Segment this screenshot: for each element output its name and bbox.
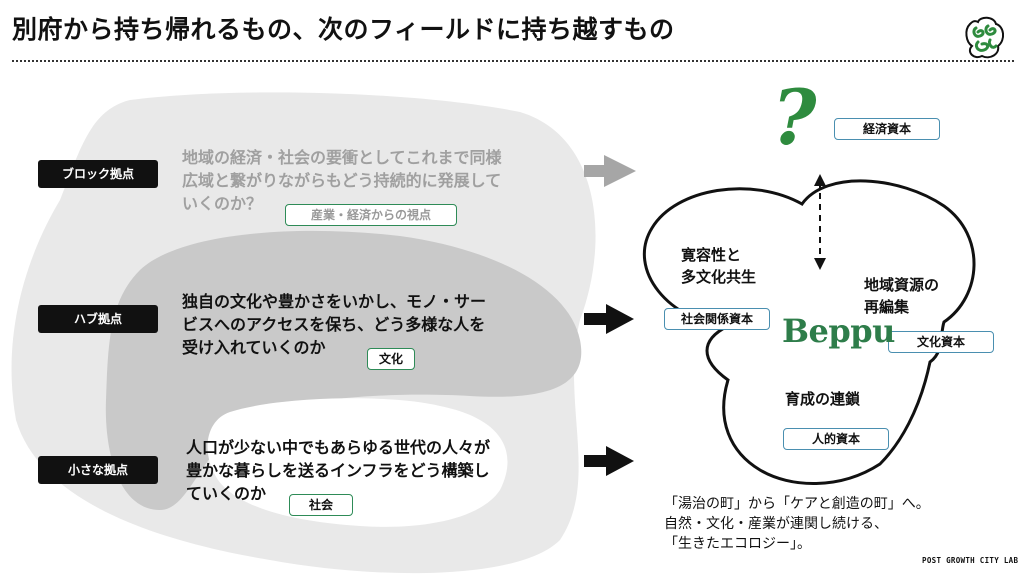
caption-line: 「湯治の町」から「ケアと創造の町」へ。 [664, 496, 930, 512]
arrow-black-1 [584, 304, 634, 334]
perspective-tag-economy: 産業・経済からの視点 [285, 204, 457, 226]
question-line: 受け入れていくのか [182, 338, 326, 357]
lobe-line: 再編集 [864, 298, 910, 316]
center-name-beppu: Beppu [782, 312, 895, 350]
lobe-line: 寛容性と [681, 246, 742, 264]
question-line: 地域の経済・社会の要衝としてこれまで同様 [182, 148, 502, 167]
question-mark: ? [772, 73, 817, 162]
question-small: 人口が少ない中でもあらゆる世代の人々が 豊かな暮らしを送るインフラをどう構築し … [186, 436, 586, 505]
arrow-black-2 [584, 446, 634, 476]
question-line: 人口が少ない中でもあらゆる世代の人々が [186, 438, 491, 457]
blob-inner [207, 398, 508, 527]
perspective-tag-culture: 文化 [367, 348, 415, 370]
question-line: 広域と繋がりながらもどう持続的に発展して [182, 171, 502, 190]
capital-social: 社会関係資本 [664, 308, 770, 330]
lobe-line: 地域資源の [864, 276, 940, 294]
clover-outline [642, 179, 976, 485]
lobe-left-text: 寛容性と 多文化共生 [681, 244, 756, 288]
capital-human: 人的資本 [783, 428, 889, 450]
level-label-block: ブロック拠点 [38, 160, 158, 188]
question-line: 豊かな暮らしを送るインフラをどう構築し [186, 461, 490, 480]
perspective-tag-society: 社会 [289, 494, 353, 516]
lobe-right-text: 地域資源の 再編集 [864, 274, 939, 318]
title-divider [12, 60, 1014, 62]
capital-cultural: 文化資本 [888, 331, 994, 353]
question-block: 地域の経済・社会の要衝としてこれまで同様 広域と繋がりながらもどう持続的に発展し… [182, 146, 582, 215]
arrow-gray [584, 155, 636, 187]
caption-line: 自然・文化・産業が連関し続ける、 [664, 516, 888, 532]
question-line: ていくのか [186, 484, 267, 503]
level-label-small: 小さな拠点 [38, 456, 158, 484]
caption-line: 「生きたエコロジー」。 [664, 536, 811, 552]
question-line: いくのか？ [182, 194, 263, 213]
dashed-double-arrow [814, 174, 826, 270]
lobe-bottom-text: 育成の連鎖 [785, 390, 861, 408]
page-title: 別府から持ち帰れるもの、次のフィールドに持ち越すもの [12, 15, 675, 44]
lab-logo-icon [965, 16, 1004, 59]
capital-economic: 経済資本 [834, 118, 940, 140]
question-line: ビスへのアクセスを保ち、どう多様な人を [182, 315, 486, 334]
caption: 「湯治の町」から「ケアと創造の町」へ。 自然・文化・産業が連関し続ける、 「生き… [664, 494, 930, 554]
question-hub: 独自の文化や豊かさをいかし、モノ・サー ビスへのアクセスを保ち、どう多様な人を … [182, 290, 582, 359]
level-label-hub: ハブ拠点 [38, 305, 158, 333]
footer-brand: POST GROWTH CITY LAB [922, 556, 1019, 565]
question-line: 独自の文化や豊かさをいかし、モノ・サー [182, 292, 487, 311]
lobe-line: 多文化共生 [681, 268, 757, 286]
